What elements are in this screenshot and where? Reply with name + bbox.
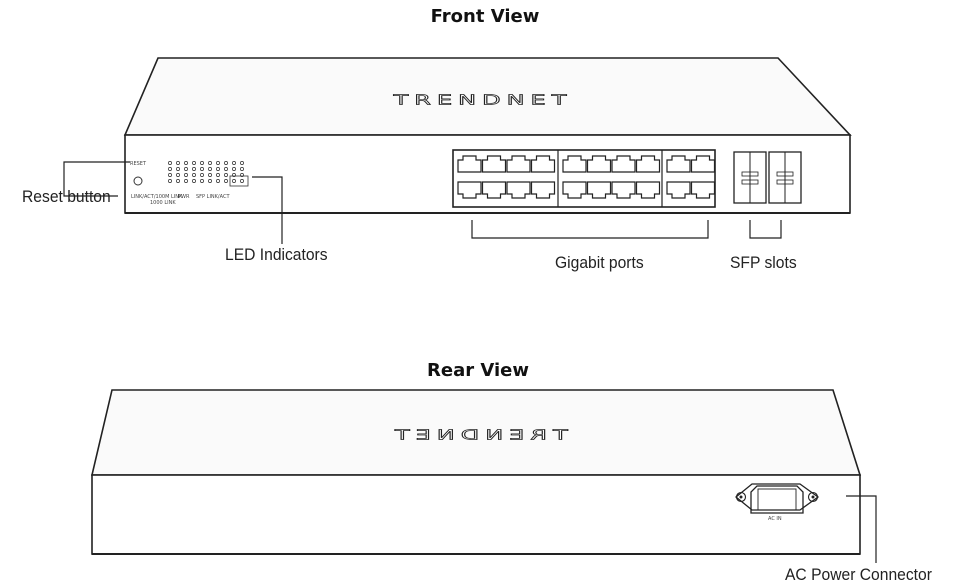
led-indicator: [224, 173, 228, 177]
led-indicator: [208, 173, 212, 177]
reset-button-label: Reset button: [22, 187, 111, 206]
rj45-port: [586, 181, 612, 199]
rj45-port: [562, 181, 587, 199]
led-indicator: [168, 179, 172, 183]
ac-power-connector-icon: [734, 483, 820, 514]
led-indicator: [216, 179, 220, 183]
led-indicator: [240, 161, 244, 165]
led-indicator: [168, 173, 172, 177]
front-logo-text: TRENDnet: [393, 92, 573, 108]
gigabit-ports-group: [457, 155, 716, 199]
led-indicator: [168, 161, 172, 165]
led-sfp-box: [229, 175, 249, 187]
front-logo: TRENDnet: [318, 85, 648, 115]
led-indicator: [208, 179, 212, 183]
led-indicator: [232, 161, 236, 165]
led-indicators-label: LED Indicators: [225, 245, 328, 264]
led-legend-text-2: 1000 LINK: [150, 200, 176, 206]
led-indicators-grid: [168, 161, 244, 183]
led-indicator: [168, 167, 172, 171]
led-indicator: [232, 167, 236, 171]
power-callout-line: [846, 495, 877, 563]
rj45-port: [635, 181, 661, 199]
rj45-port: [481, 181, 507, 199]
led-indicator: [224, 179, 228, 183]
led-indicator: [216, 173, 220, 177]
led-legend-text-3: SFP LINK/ACT: [196, 194, 230, 200]
reset-label-text: RESET: [130, 161, 147, 167]
rj45-port: [457, 181, 482, 199]
ac-in-label: AC IN: [768, 516, 782, 522]
led-indicator: [184, 167, 188, 171]
led-indicator: [240, 167, 244, 171]
rj45-port: [690, 181, 716, 199]
rj45-port: [666, 181, 691, 199]
rear-switch-panel: [91, 474, 861, 555]
ac-power-connector-label: AC Power Connector: [785, 565, 932, 584]
rj45-port: [635, 155, 661, 173]
rj45-port: [690, 155, 716, 173]
led-indicator: [224, 167, 228, 171]
led-legend-text-4: PWR: [178, 194, 190, 200]
sfp-slots-group: [733, 151, 802, 204]
rj45-port: [530, 155, 556, 173]
led-indicator: [216, 167, 220, 171]
led-indicator: [208, 167, 212, 171]
led-indicator: [200, 167, 204, 171]
led-indicator: [184, 173, 188, 177]
led-indicator: [192, 179, 196, 183]
led-indicator: [192, 161, 196, 165]
rj45-port: [506, 155, 531, 173]
rj45-port: [586, 155, 612, 173]
rj45-port: [481, 155, 507, 173]
led-legend-text-1: LINK/ACT/100M LINK: [131, 194, 183, 200]
rear-logo: TRENDnet: [288, 420, 668, 450]
led-indicator: [240, 179, 244, 183]
front-switch-panel: [124, 134, 851, 214]
rj45-port: [666, 155, 691, 173]
led-indicator: [216, 161, 220, 165]
reset-button-icon: [133, 176, 143, 186]
led-indicator: [200, 173, 204, 177]
led-indicator: [184, 161, 188, 165]
gigabit-callout-bracket: [471, 220, 709, 239]
led-indicator: [224, 161, 228, 165]
rj45-port: [457, 155, 482, 173]
led-indicator: [176, 161, 180, 165]
rear-logo-text: TRENDnet: [388, 427, 568, 443]
led-indicator: [232, 173, 236, 177]
led-callout-line: [252, 176, 283, 244]
led-indicator: [176, 173, 180, 177]
rj45-port: [562, 155, 587, 173]
gigabit-port-block: [452, 149, 716, 208]
led-indicator: [184, 179, 188, 183]
reset-callout-line: [63, 161, 130, 197]
led-indicator: [208, 161, 212, 165]
front-view-title: Front View: [430, 6, 540, 27]
rj45-port: [530, 181, 556, 199]
led-indicator: [200, 179, 204, 183]
led-indicator: [200, 161, 204, 165]
led-indicator: [192, 167, 196, 171]
sfp-slots-label: SFP slots: [730, 253, 797, 272]
led-indicator: [176, 167, 180, 171]
rj45-port: [506, 181, 531, 199]
rj45-port: [611, 181, 636, 199]
rj45-port: [611, 155, 636, 173]
sfp-callout-bracket: [749, 220, 782, 239]
led-indicator: [192, 173, 196, 177]
rear-view-title: Rear View: [427, 360, 529, 381]
gigabit-ports-label: Gigabit ports: [555, 253, 644, 272]
led-indicator: [240, 173, 244, 177]
led-indicator: [232, 179, 236, 183]
led-indicator: [176, 179, 180, 183]
